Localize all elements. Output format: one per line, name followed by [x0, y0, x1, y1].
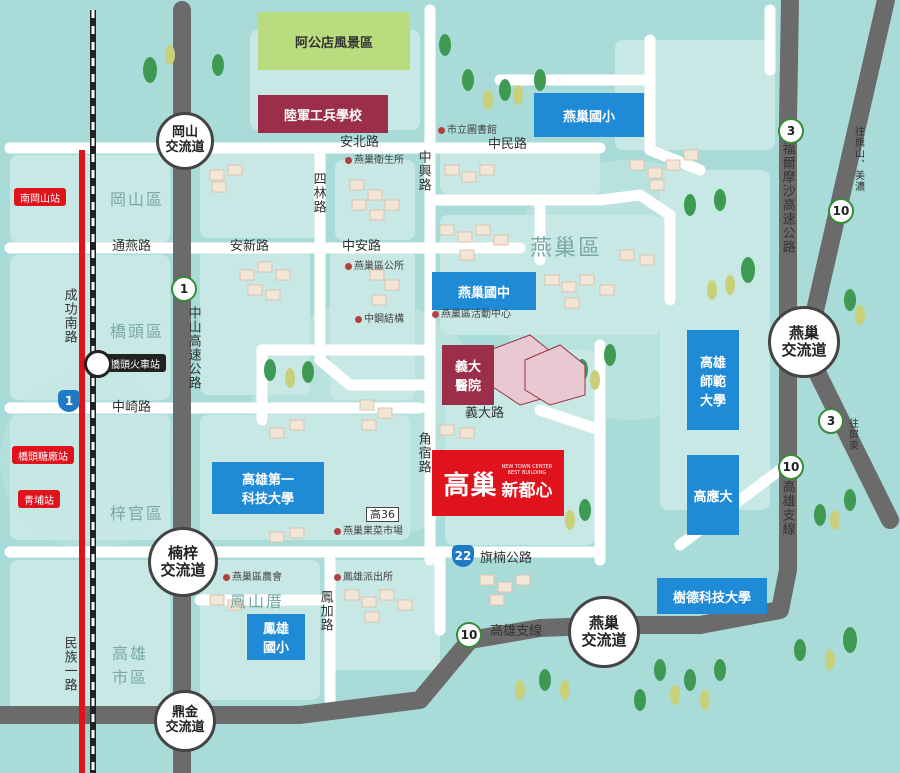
location-dot-icon — [345, 156, 352, 164]
road-chenggong: 成功南路 — [61, 288, 77, 344]
freeway-10-shield-a: 10 — [828, 198, 854, 224]
road-silin: 四林路 — [310, 172, 326, 214]
district-fengshan: 鳳山厝 — [230, 592, 285, 611]
road-yida: 義大路 — [465, 406, 505, 421]
station-label: 橋頭火車站 — [110, 359, 160, 371]
interchange-yanchao-south[interactable]: 燕巢 交流道 — [568, 596, 640, 668]
project-marker[interactable]: 高巢 NEW TOWN CENTER BEST BUILDING 新都心 — [432, 450, 564, 516]
location-dot-icon — [223, 573, 230, 581]
landmark-kmu[interactable]: 高應大 — [687, 455, 739, 535]
poi-police-station[interactable]: 鳳雄派出所 — [334, 573, 393, 583]
road-gaoxiong-branch: 高雄支線 — [490, 624, 543, 639]
district-kaohsiung: 高雄市區 — [111, 644, 148, 687]
interchange-gangshan[interactable]: 岡山 交流道 — [156, 112, 214, 170]
road-tongyan: 通燕路 — [112, 239, 152, 254]
landmark-edah-hospital[interactable]: 義大 醫院 — [442, 345, 494, 405]
landmark-agongdian[interactable]: 阿公店風景區 — [258, 12, 410, 70]
road-right-branch: 高雄支線 — [779, 480, 795, 536]
poi-district-office[interactable]: 燕巢區公所 — [345, 262, 404, 272]
project-name: 高巢 — [443, 470, 498, 501]
landmark-yanchao-elem[interactable]: 燕巢國小 — [534, 93, 644, 137]
station-south-gangshan[interactable]: 南岡山站 — [14, 188, 66, 206]
road-minzu: 民族一路 — [61, 636, 77, 692]
interchange-nanzi[interactable]: 楠梓 交流道 — [148, 527, 218, 597]
road-anxin: 安新路 — [230, 239, 270, 254]
road-zhongan: 中安路 — [342, 239, 382, 254]
location-dot-icon — [334, 573, 341, 581]
road-zhongshan-freeway: 中山高速公路 — [185, 306, 201, 390]
location-dot-icon — [345, 262, 352, 270]
direction-pingtung: 往屏東 — [846, 418, 858, 451]
road-zhongmin: 中民路 — [488, 137, 528, 152]
road-jiaosu: 角宿路 — [415, 432, 431, 474]
district-qiaotou: 橋頭區 — [110, 322, 165, 341]
poi-zhonggang[interactable]: 中鋼結構 — [355, 315, 404, 325]
district-yanchao: 燕巢區 — [530, 236, 603, 261]
landmark-nknu[interactable]: 高雄 師範 大學 — [687, 330, 739, 430]
interchange-yanchao-east[interactable]: 燕巢 交流道 — [768, 306, 840, 378]
landmark-kuas[interactable]: 高雄第一 科技大學 — [212, 462, 324, 514]
project-english: NEW TOWN CENTER BEST BUILDING — [501, 464, 553, 476]
location-dot-icon — [355, 315, 362, 323]
station-qingpu[interactable]: 青埔站 — [18, 490, 60, 508]
station-qiaotou-sugar[interactable]: 橋頭糖廠站 — [12, 446, 74, 464]
train-station-icon — [84, 350, 112, 378]
road-gao36-shield: 高36 — [366, 507, 399, 522]
district-ziguan: 梓官區 — [110, 504, 165, 523]
poi-health-center[interactable]: 燕巢衛生所 — [345, 156, 404, 166]
landmark-yanchao-junior[interactable]: 燕巢國中 — [432, 272, 536, 310]
landmark-army-school[interactable]: 陸軍工兵學校 — [258, 95, 388, 133]
provincial-1-shield: 1 — [58, 390, 80, 412]
road-zhongqi: 中崎路 — [112, 400, 152, 415]
freeway-10-shield-b: 10 — [778, 454, 804, 480]
landmark-fengxiong-elem[interactable]: 鳳雄 國小 — [247, 614, 305, 660]
direction-qishan: 往旗山、美濃 — [852, 126, 864, 192]
location-dot-icon — [432, 310, 439, 318]
project-subtitle: 新都心 — [501, 481, 553, 501]
road-anbei: 安北路 — [340, 135, 380, 150]
road-qinan: 旗楠公路 — [480, 551, 533, 566]
road-zhongxing: 中興路 — [415, 150, 431, 192]
freeway-3-shield-bottom: 3 — [818, 408, 844, 434]
freeway-1-shield: 1 — [171, 276, 197, 302]
provincial-22-shield: 22 — [452, 545, 474, 567]
road-fengjia: 鳳加路 — [317, 590, 333, 632]
landmark-stu[interactable]: 樹德科技大學 — [657, 578, 767, 614]
poi-farm-association[interactable]: 燕巢區農會 — [223, 573, 282, 583]
location-dot-icon — [334, 527, 341, 535]
poi-library[interactable]: 市立圖書館 — [438, 126, 497, 136]
road-formosa-freeway: 福爾摩沙高速公路 — [779, 142, 795, 254]
poi-fruit-market[interactable]: 燕巢果菜市場 — [334, 527, 403, 537]
interchange-dingjin[interactable]: 鼎金 交流道 — [154, 690, 216, 752]
station-qiaotou-train[interactable]: 橋頭火車站 — [84, 350, 166, 378]
district-gangshan: 岡山區 — [110, 190, 165, 209]
poi-activity-center[interactable]: 燕巢區活動中心 — [432, 310, 511, 320]
location-dot-icon — [438, 126, 445, 134]
freeway-3-shield-top: 3 — [778, 118, 804, 144]
freeway-10-shield-c: 10 — [456, 622, 482, 648]
